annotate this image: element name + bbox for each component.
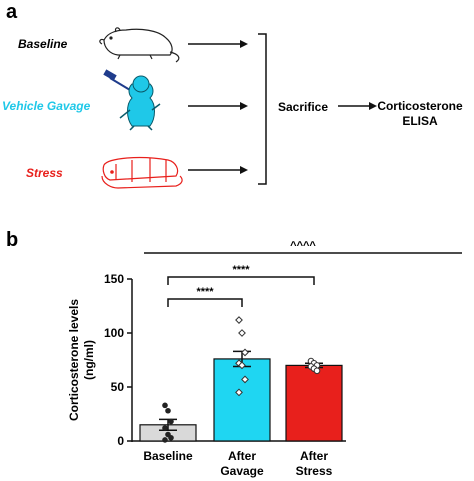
sig-label-2: **** (196, 286, 214, 298)
x-tick-label-1-1: Gavage (220, 464, 264, 478)
chart-points (162, 316, 321, 443)
data-point-1-5 (241, 375, 249, 384)
sig-bracket-2 (167, 298, 243, 307)
sig-label-1: **** (232, 264, 250, 276)
arrow-gavage (188, 102, 248, 110)
x-tick-label-0-0: Baseline (143, 449, 193, 463)
bar-1 (213, 358, 271, 442)
data-point-0-2 (168, 418, 174, 425)
group-label-baseline: Baseline (18, 37, 68, 51)
y-axis-label-line1: Corticosterone levels (67, 299, 81, 421)
arrow-stress (188, 166, 248, 174)
significance-brackets: ^^^^ **** **** (144, 240, 462, 307)
sig-label-0: ^^^^ (290, 240, 316, 252)
y-tick-label-100: 100 (104, 326, 124, 340)
outcome-label-line2: ELISA (402, 114, 438, 128)
arrow-baseline (188, 40, 248, 48)
x-tick-label-2-1: Stress (296, 464, 333, 478)
data-point-1-6 (235, 388, 243, 397)
bar-2 (285, 364, 343, 442)
y-tick-label-50: 50 (111, 380, 125, 394)
arrow-sacrifice (338, 102, 377, 110)
rat-icon (99, 27, 180, 63)
data-point-1-2 (241, 348, 249, 357)
data-point-2-5 (313, 367, 321, 375)
group-bracket (258, 33, 267, 185)
chart-axes: 0 50 100 150 (104, 272, 346, 448)
gavage-mouse-icon (103, 69, 161, 131)
y-axis-label-line2: (ng/ml) (82, 340, 96, 380)
data-point-0-0 (162, 402, 168, 409)
chart-bars (139, 358, 343, 442)
data-point-1-0 (235, 316, 243, 324)
data-point-1-4 (238, 361, 246, 370)
panel-b-label: b (6, 229, 18, 251)
data-point-1-3 (235, 359, 243, 368)
data-point-0-1 (165, 407, 171, 414)
x-tick-label-2-0: After (300, 449, 328, 463)
y-tick-label-0: 0 (117, 434, 124, 448)
sig-bracket-1 (167, 276, 315, 285)
restraint-tube-rat-icon (101, 156, 183, 189)
outcome-label-line1: Corticosterone (377, 99, 463, 113)
data-point-0-5 (168, 434, 174, 441)
group-label-vehicle-gavage: Vehicle Gavage (2, 99, 91, 113)
y-tick-label-150: 150 (104, 272, 124, 286)
data-point-0-6 (162, 437, 168, 443)
group-label-stress: Stress (26, 166, 63, 180)
panel-a-label: a (6, 1, 18, 23)
data-point-0-3 (162, 425, 168, 431)
data-point-1-1 (238, 329, 246, 337)
sacrifice-label: Sacrifice (278, 100, 328, 114)
x-tick-label-1-0: After (228, 449, 256, 463)
